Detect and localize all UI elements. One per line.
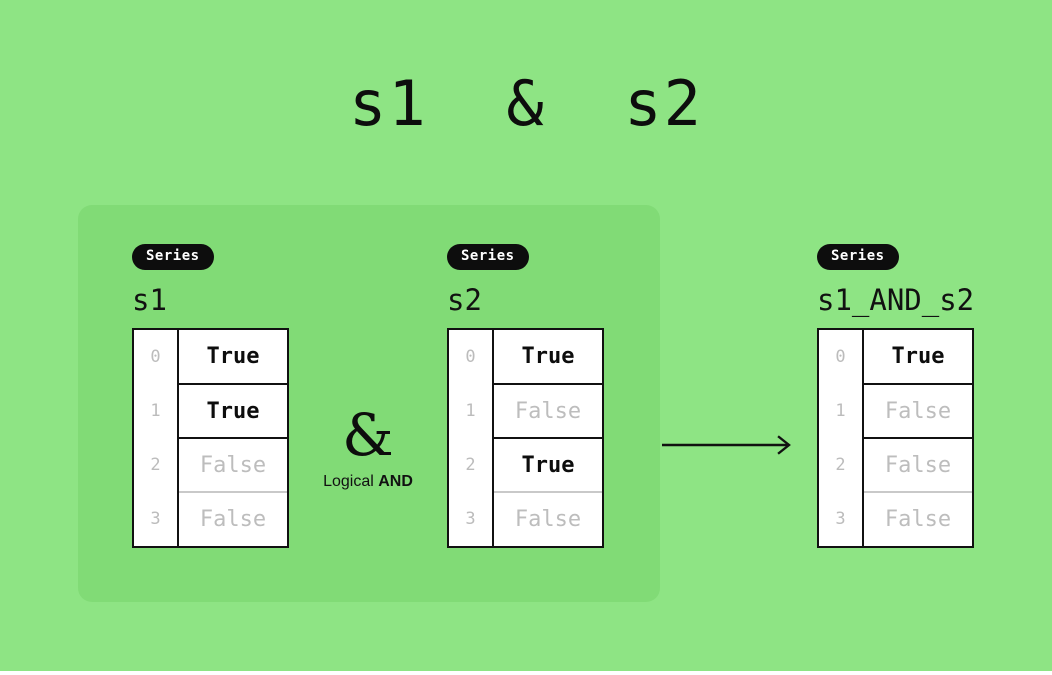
result-arrow-icon (662, 435, 791, 455)
row-value: False (862, 437, 972, 492)
table-row: 0 True (134, 330, 287, 384)
row-index: 3 (134, 492, 178, 546)
row-value: True (492, 437, 602, 492)
row-index: 0 (449, 330, 493, 384)
row-value: False (492, 491, 602, 546)
row-index: 0 (134, 330, 178, 384)
series-table-s1: 0 True 1 True 2 False 3 False (132, 328, 289, 548)
series-table-s2: 0 True 1 False 2 True 3 False (447, 328, 604, 548)
row-value: True (177, 330, 287, 384)
series-block-s2: Series s2 0 True 1 False 2 True 3 False (447, 244, 604, 548)
series-block-s1: Series s1 0 True 1 True 2 False 3 False (132, 244, 289, 548)
row-index: 2 (134, 438, 178, 492)
table-row: 3 False (819, 491, 972, 546)
row-index: 2 (819, 438, 863, 492)
row-index: 1 (134, 384, 178, 438)
row-index: 3 (449, 492, 493, 546)
operator-caption: Logical AND (300, 472, 436, 491)
row-index: 1 (449, 384, 493, 438)
operator-caption-prefix: Logical (323, 473, 379, 490)
series-badge: Series (132, 244, 214, 270)
row-value: False (862, 383, 972, 438)
table-row: 2 True (449, 437, 602, 492)
series-badge: Series (447, 244, 529, 270)
table-row: 3 False (134, 491, 287, 546)
row-index: 1 (819, 384, 863, 438)
row-value: True (492, 330, 602, 384)
row-value: True (177, 383, 287, 438)
table-row: 0 True (449, 330, 602, 384)
series-name: s2 (447, 283, 482, 317)
row-value: False (862, 491, 972, 546)
table-row: 3 False (449, 491, 602, 546)
series-table-result: 0 True 1 False 2 False 3 False (817, 328, 974, 548)
table-row: 2 False (134, 437, 287, 492)
series-name: s1_AND_s2 (817, 283, 975, 317)
row-value: False (177, 437, 287, 492)
operator-group: & Logical AND (300, 404, 436, 491)
row-value: False (177, 491, 287, 546)
series-name: s1 (132, 283, 167, 317)
row-value: False (492, 383, 602, 438)
table-row: 2 False (819, 437, 972, 492)
row-index: 0 (819, 330, 863, 384)
row-index: 2 (449, 438, 493, 492)
table-row: 1 True (134, 383, 287, 438)
ampersand-icon: & (342, 401, 394, 469)
table-row: 0 True (819, 330, 972, 384)
series-block-result: Series s1_AND_s2 0 True 1 False 2 False … (817, 244, 974, 548)
row-value: True (862, 330, 972, 384)
series-badge: Series (817, 244, 899, 270)
operator-caption-emphasis: AND (378, 473, 413, 490)
row-index: 3 (819, 492, 863, 546)
table-row: 1 False (819, 383, 972, 438)
table-row: 1 False (449, 383, 602, 438)
page-title: s1 & s2 (349, 67, 703, 140)
